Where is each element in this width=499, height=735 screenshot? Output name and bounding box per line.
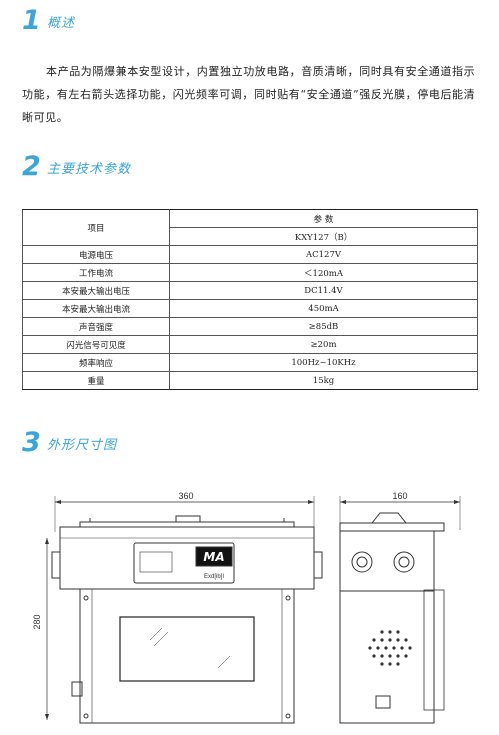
side-latch [375, 695, 391, 709]
front-width-dimension: 360 [54, 491, 315, 532]
explosion-mark: Exd[ib]I [204, 574, 224, 580]
spec-value: 15kg [169, 371, 478, 390]
table-row: 本安最大输出电流 450mA [22, 299, 478, 318]
table-row: 工作电流 ＜120mA [22, 263, 478, 282]
table-row: 电源电压 AC127V [22, 245, 478, 264]
spec-value: ≥20m [169, 335, 478, 354]
front-latch [71, 681, 83, 697]
spec-value: AC127V [169, 245, 478, 264]
section-number: 2 [22, 151, 41, 182]
table-row: 声音强度 ≥85dB [22, 317, 478, 336]
height-dimension: 280 [32, 538, 49, 720]
spec-label: 闪光信号可见度 [22, 335, 170, 354]
hanging-bracket [175, 515, 201, 523]
table-row: 本安最大输出电压 DC11.4V [22, 281, 478, 300]
side-upper-housing [339, 530, 435, 592]
spec-label: 本安最大输出电压 [22, 281, 170, 300]
section-title: 主要技术参数 [47, 162, 132, 177]
spec-value: 100Hz~10KHz [169, 353, 478, 372]
ma-logo [195, 546, 233, 567]
section-number: 3 [22, 427, 41, 458]
section-title: 外形尺寸图 [47, 438, 118, 453]
spec-table: 项目 参 数 KXY127（B） 电源电压 AC127V 工作电流 ＜120mA… [22, 209, 478, 390]
spec-label: 本安最大输出电流 [22, 299, 170, 318]
ma-logo-text: MA [203, 550, 224, 564]
section-title: 概述 [47, 16, 76, 31]
front-upper-housing [59, 526, 315, 590]
side-cover [423, 589, 445, 711]
section-number: 1 [22, 5, 41, 36]
side-gland-left [351, 551, 373, 573]
spec-label: 声音强度 [22, 317, 170, 336]
side-handle [371, 512, 407, 524]
spec-value: DC11.4V [169, 281, 478, 300]
section-2-heading: 2 主要技术参数 [22, 151, 132, 182]
side-width-dimension: 160 [339, 491, 461, 530]
spec-value: 450mA [169, 299, 478, 318]
nameplate [133, 542, 235, 584]
intro-paragraph: 本产品为隔爆兼本安型设计，内置独立功放电路，音质清晰，同时具有安全通道指示功能，… [22, 65, 476, 124]
left-cable-gland [51, 551, 61, 579]
side-width-label: 160 [392, 491, 407, 501]
dimension-drawing: 360 280 MA Exd[ib]I 160 [32, 491, 461, 724]
spec-value: ≥85dB [169, 317, 478, 336]
section-3-heading: 3 外形尺寸图 [22, 427, 118, 458]
table-row: 重量 15kg [22, 371, 478, 390]
side-lower-housing [339, 590, 435, 724]
front-window [119, 616, 255, 682]
spec-header-param: 参 数 [169, 209, 478, 228]
side-top-flange [339, 522, 445, 532]
spec-header-item: 项目 [22, 209, 170, 246]
side-gland-right [393, 551, 415, 573]
height-label: 280 [32, 614, 42, 629]
table-row: 频率响应 100Hz~10KHz [22, 353, 478, 372]
spec-value: ＜120mA [169, 263, 478, 282]
spec-label: 频率响应 [22, 353, 170, 372]
spec-label: 重量 [22, 371, 170, 390]
section-1-heading: 1 概述 [22, 5, 76, 36]
spec-header-model: KXY127（B） [169, 227, 478, 246]
front-lower-housing [79, 588, 295, 724]
right-cable-gland [313, 551, 323, 579]
speaker-grille [368, 630, 412, 666]
front-width-label: 360 [178, 491, 193, 501]
front-top-flange [79, 521, 295, 528]
spec-label: 工作电流 [22, 263, 170, 282]
spec-label: 电源电压 [22, 245, 170, 264]
table-row: 闪光信号可见度 ≥20m [22, 335, 478, 354]
